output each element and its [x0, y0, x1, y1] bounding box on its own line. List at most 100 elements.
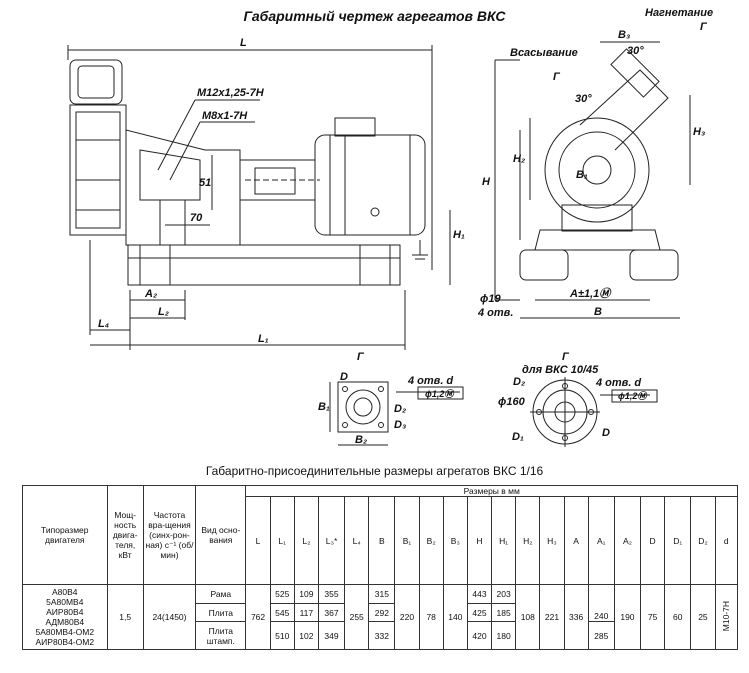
col-H3: H₃ — [539, 496, 565, 585]
cell-L3: 367 — [317, 603, 346, 622]
col-A1: A₁ — [587, 496, 615, 585]
label-G-left: Г — [553, 71, 561, 83]
label-D2-small: D₂ — [394, 403, 406, 415]
cell-L4: 255 — [344, 584, 370, 650]
col-L4: L₄ — [344, 496, 370, 585]
table-caption: Габаритно-присоединительные размеры агре… — [205, 464, 544, 478]
header-power: Мощ-ность двига-теля, кВт — [106, 485, 144, 585]
col-L3: L₃* — [317, 496, 346, 585]
cell-L2: 117 — [293, 603, 319, 622]
header-dims: Размеры в мм — [245, 485, 738, 497]
label-holes-d-2: 4 отв. d — [595, 377, 641, 389]
label-H1: H₁ — [453, 229, 465, 241]
cell-L1: 525 — [269, 584, 295, 604]
freq-value: 24(1450) — [142, 584, 197, 650]
col-D: D — [640, 496, 666, 585]
cell-A: 336 — [563, 584, 589, 650]
label-thread-m8: M8x1-7H — [202, 110, 248, 122]
label-D2-flange: D₂ — [513, 376, 525, 388]
cell-L2: 109 — [293, 584, 319, 604]
drawing-title: Габаритный чертеж агрегатов ВКС — [243, 8, 506, 24]
label-phi160: ϕ160 — [498, 396, 526, 408]
label-G-top: Г — [700, 21, 708, 33]
col-D1: D₁ — [664, 496, 692, 585]
col-L2: L₂ — [293, 496, 319, 585]
label-angle-30: 30° — [575, 93, 592, 105]
col-B1: B₁ — [394, 496, 420, 585]
col-H2: H₂ — [515, 496, 541, 585]
base-type: Плита — [195, 603, 247, 622]
cell-L: 762 — [245, 584, 271, 650]
col-d: d — [714, 496, 739, 585]
cell-L3: 355 — [317, 584, 346, 604]
cell-H: 420 — [466, 621, 493, 650]
label-phi19: ϕ19 — [480, 293, 501, 305]
label-H3: H₃ — [693, 126, 705, 138]
label-L4: L₄ — [98, 318, 109, 330]
motor-item: АИР80В4 — [46, 607, 84, 617]
label-D-flange: D — [602, 427, 610, 439]
dimensions-table: Типоразмер двигателя Мощ-ность двига-тел… — [22, 485, 739, 650]
label-for-vks: для ВКС 10/45 — [522, 364, 599, 376]
cell-D2: 25 — [690, 584, 716, 650]
label-suction: Всасывание — [510, 47, 578, 59]
cell-D: 75 — [640, 584, 666, 650]
col-B3: B₃ — [442, 496, 468, 585]
cell-H3: 221 — [539, 584, 565, 650]
label-dim-70: 70 — [190, 212, 203, 224]
motor-item: АДМ80В4 — [45, 617, 85, 627]
motor-item: 5А80МВ4-ОМ2 — [35, 627, 95, 637]
cell-H1: 203 — [491, 584, 517, 604]
col-A: A — [563, 496, 589, 585]
col-H: H — [466, 496, 493, 585]
cell-L1: 545 — [269, 603, 295, 622]
label-L: L — [240, 37, 247, 49]
cell-B: 332 — [368, 621, 396, 650]
label-holes-d: 4 отв. d — [407, 375, 453, 387]
label-A2: A₂ — [144, 288, 157, 300]
cell-D1: 60 — [664, 584, 692, 650]
col-D2: D₂ — [690, 496, 716, 585]
label-dim-51: 51 — [199, 177, 211, 189]
header-motor: Типоразмер двигателя — [22, 485, 108, 585]
label-discharge: Нагнетание — [645, 7, 713, 19]
label-view-G2: Г — [562, 351, 570, 363]
cell-B: 292 — [368, 603, 396, 622]
motor-item: А80В4 — [52, 587, 78, 597]
label-L1: L₁ — [258, 333, 269, 345]
label-angle-30-top: 30° — [627, 45, 644, 57]
cell-L2: 102 — [293, 621, 319, 650]
cell-A2: 190 — [613, 584, 642, 650]
col-L1: L₁ — [269, 496, 295, 585]
label-A-tol: A±1,1Ⓜ — [569, 287, 612, 300]
label-view-G: Г — [357, 351, 365, 363]
label-H: H — [482, 176, 491, 188]
label-tol-small: ϕ1,2Ⓜ — [425, 389, 455, 399]
col-B2: B₂ — [418, 496, 444, 585]
col-H1: H₁ — [491, 496, 517, 585]
label-H2: H₂ — [513, 153, 525, 165]
cell-L1: 510 — [269, 621, 295, 650]
label-D3-small: D₃ — [394, 419, 406, 431]
label-B2-small: B₂ — [355, 434, 367, 446]
col-B: B — [368, 496, 396, 585]
cell-d-value: M10-7H — [721, 600, 732, 632]
header-freq: Частота вра-щения (синх-рон-ная) с⁻¹ (об… — [142, 485, 197, 585]
motor-list: А80В4 5А80МВ4 АИР80В4 АДМ80В4 5А80МВ4-ОМ… — [22, 584, 108, 650]
label-L2: L₂ — [158, 306, 169, 318]
cell-H1: 180 — [491, 621, 517, 650]
cell-H: 443 — [466, 584, 493, 604]
header-base: Вид осно-вания — [195, 485, 247, 585]
label-tol-flange: ϕ1,2Ⓜ — [618, 391, 648, 401]
cell-B2: 78 — [418, 584, 444, 650]
motor-item: АИР80В4-ОМ2 — [35, 637, 95, 647]
cell-B3: 140 — [442, 584, 468, 650]
base-type: Рама — [195, 584, 247, 604]
label-thread-m12: M12x1,25-7H — [197, 87, 265, 99]
col-L: L — [245, 496, 271, 585]
cell-A1-a: 240 — [587, 584, 615, 622]
technical-drawing: L M12x1,25-7H M8x1-7H 51 70 H₁ A₂ L₂ L₄ … — [67, 7, 713, 447]
cell-H2: 108 — [515, 584, 541, 650]
label-holes-4: 4 отв. — [477, 307, 513, 319]
